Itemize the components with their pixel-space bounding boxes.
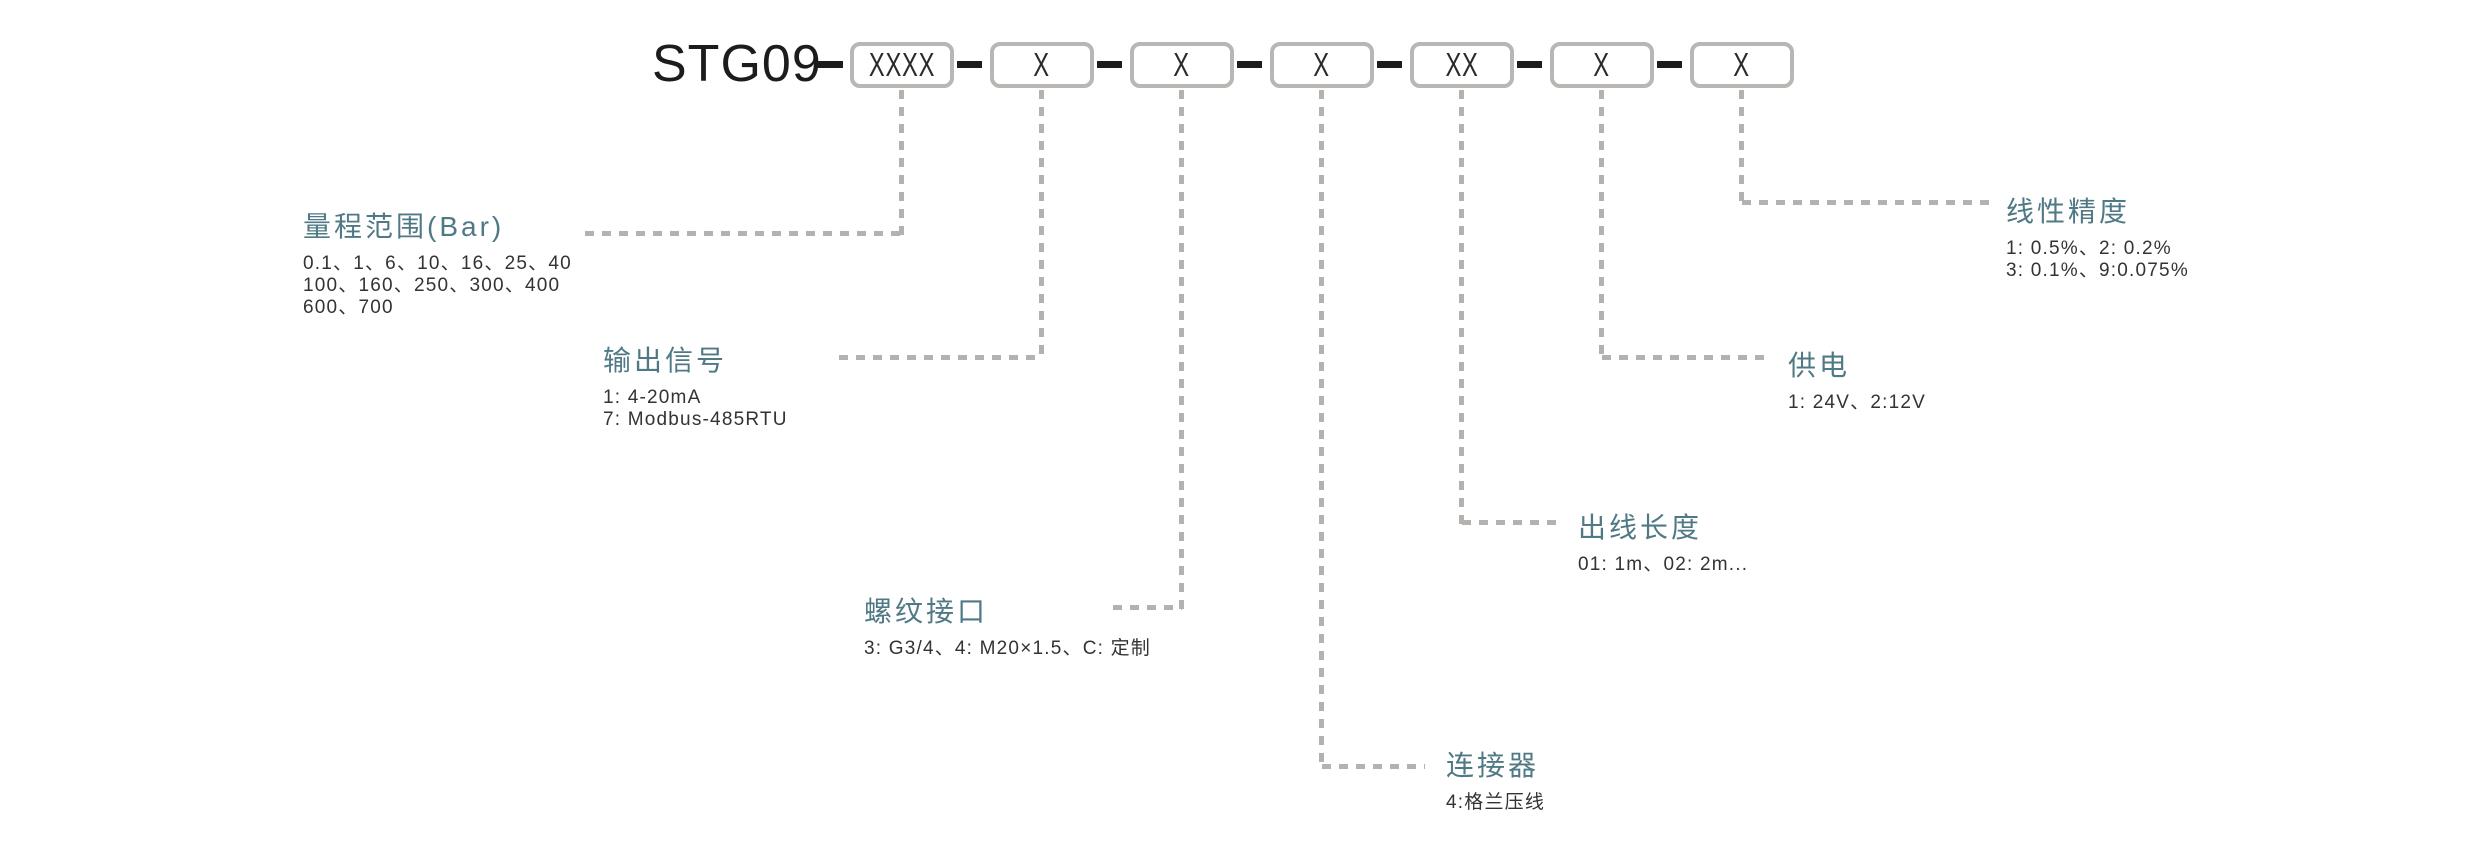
section-accuracy: 线性精度 1: 0.5%、2: 0.2% 3: 0.1%、9:0.075% <box>2006 195 2189 282</box>
leader-horizontal-connector <box>1322 764 1425 769</box>
leader-horizontal-accuracy <box>1742 200 1990 205</box>
code-separator-dash <box>1377 61 1402 68</box>
code-box-range: XXXX <box>850 42 954 88</box>
section-connector-line: 4:格兰压线 <box>1446 792 1546 813</box>
leader-vertical-range <box>899 90 904 236</box>
code-box-thread-text: X <box>1173 46 1191 83</box>
section-thread-line: 3: G3/4、4: M20×1.5、C: 定制 <box>864 638 1151 659</box>
code-box-connector: X <box>1270 42 1374 88</box>
section-range-line: 0.1、1、6、10、16、25、40 <box>303 253 572 274</box>
code-box-output-signal: X <box>990 42 1094 88</box>
code-separator-dash <box>1237 61 1262 68</box>
section-connector: 连接器 4:格兰压线 <box>1446 749 1545 814</box>
section-power-line: 1: 24V、2:12V <box>1788 392 1926 413</box>
section-range: 量程范围(Bar) 0.1、1、6、10、16、25、40 100、160、25… <box>303 210 572 319</box>
section-power: 供电 1: 24V、2:12V <box>1788 349 1926 414</box>
code-box-accuracy-text: X <box>1733 46 1751 83</box>
code-separator-dash <box>1657 61 1682 68</box>
section-cable-length-title: 出线长度 <box>1578 512 1703 543</box>
section-cable-length-line: 01: 1m、02: 2m... <box>1578 554 1749 575</box>
section-accuracy-line: 1: 0.5%、2: 0.2% <box>2006 238 2172 259</box>
leader-vertical-thread <box>1179 90 1184 610</box>
code-box-connector-text: X <box>1313 46 1331 83</box>
section-range-title: 量程范围(Bar) <box>303 211 505 242</box>
leader-horizontal-cable-length <box>1462 520 1557 525</box>
code-separator-dash <box>957 61 982 68</box>
section-cable-length: 出线长度 01: 1m、02: 2m... <box>1578 511 1748 576</box>
code-box-accuracy: X <box>1690 42 1794 88</box>
code-box-range-text: XXXX <box>868 46 936 83</box>
section-accuracy-line: 3: 0.1%、9:0.075% <box>2006 260 2189 281</box>
code-box-power: X <box>1550 42 1654 88</box>
leader-horizontal-power <box>1602 355 1769 360</box>
leader-horizontal-output-signal <box>839 355 1042 360</box>
leader-horizontal-range <box>585 231 902 236</box>
leader-horizontal-thread <box>1113 605 1182 610</box>
code-separator-dash <box>1097 61 1122 68</box>
leader-vertical-power <box>1599 90 1604 360</box>
leader-vertical-output-signal <box>1039 90 1044 360</box>
section-thread: 螺纹接口 3: G3/4、4: M20×1.5、C: 定制 <box>864 595 1151 660</box>
code-box-cable-length: XX <box>1410 42 1514 88</box>
section-power-title: 供电 <box>1788 350 1851 381</box>
model-prefix: STG09 <box>652 35 822 93</box>
section-output-signal-line: 1: 4-20mA <box>603 387 702 408</box>
section-range-line: 600、700 <box>303 297 394 318</box>
section-connector-title: 连接器 <box>1446 750 1540 781</box>
section-output-signal: 输出信号 1: 4-20mA 7: Modbus-485RTU <box>603 344 788 431</box>
leader-vertical-cable-length <box>1459 90 1464 525</box>
code-box-thread: X <box>1130 42 1234 88</box>
code-box-cable-length-text: XX <box>1445 46 1479 83</box>
leader-vertical-accuracy <box>1739 90 1744 205</box>
leader-vertical-connector <box>1319 90 1324 769</box>
model-separator-dash <box>818 61 843 68</box>
section-output-signal-title: 输出信号 <box>603 345 728 376</box>
code-separator-dash <box>1517 61 1542 68</box>
section-range-line: 100、160、250、300、400 <box>303 275 561 296</box>
section-output-signal-line: 7: Modbus-485RTU <box>603 409 788 430</box>
code-box-power-text: X <box>1593 46 1611 83</box>
section-thread-title: 螺纹接口 <box>864 596 989 627</box>
section-accuracy-title: 线性精度 <box>2006 196 2131 227</box>
code-box-output-signal-text: X <box>1033 46 1051 83</box>
